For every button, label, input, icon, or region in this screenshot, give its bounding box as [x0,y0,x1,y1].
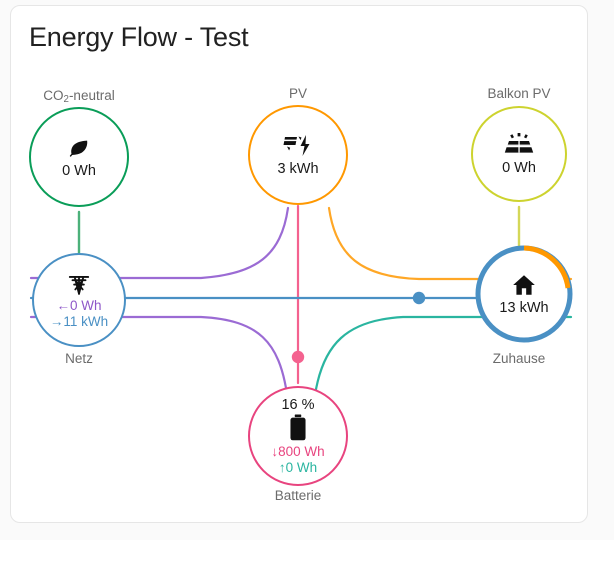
batterie-discharge-line: ↑0 Wh [279,460,317,476]
page-title: Energy Flow - Test [29,22,249,52]
node-label-batterie: Batterie [275,488,322,503]
energy-flow-card: Energy Flow - Test CO2-neutral [10,5,588,523]
node-label-balkon-pv: Balkon PV [487,86,550,101]
flow-netz-to-batterie [29,315,289,396]
netz-import-line: ←0 Wh [56,298,101,314]
node-co2-neutral[interactable]: 0 Wh [29,107,129,207]
batterie-charge-arrow: ↓ [271,443,279,459]
node-label-co2: CO2-neutral [43,88,114,105]
battery-icon [287,414,309,442]
netz-export-value: 11 kWh [63,313,109,329]
node-value-zuhause: 13 kWh [499,300,549,316]
flow-pv-to-netz [29,206,290,280]
netz-import-arrow: ← [56,297,70,313]
flow-pv-to-zuhause [327,206,573,281]
batterie-discharge-value: 0 Wh [285,459,318,475]
node-value-balkon-pv: 0 Wh [502,160,536,176]
node-pv[interactable]: 3 kWh [248,105,348,205]
batterie-percent: 16 % [281,396,315,413]
home-icon [511,272,537,298]
batterie-discharge-arrow: ↑ [278,459,286,475]
node-value-pv: 3 kWh [277,161,319,177]
node-label-pv: PV [289,86,307,101]
solar-bolt-icon [282,133,314,159]
flow-dot-pv-to-batterie [291,350,305,364]
flow-batterie-to-zuhause [313,315,573,397]
solar-panel-icon [504,132,534,158]
zuhause-ring [475,245,573,343]
netz-export-line: →11 kWh [50,314,108,330]
node-value-co2: 0 Wh [62,163,96,179]
transmission-tower-icon [66,271,92,297]
node-balkon-pv[interactable]: 0 Wh [471,106,567,202]
co2-label-text: CO2-neutral [43,88,115,106]
batterie-charge-value: 800 Wh [278,443,325,459]
node-batterie[interactable]: 16 % ↓800 Wh ↑0 Wh [248,386,348,486]
node-label-zuhause: Zuhause [493,351,546,366]
netz-import-value: 0 Wh [69,297,102,313]
batterie-label-text: Batterie [274,488,322,503]
batterie-charge-line: ↓800 Wh [271,444,324,460]
netz-label-text: Netz [65,351,93,366]
pv-label-text: PV [288,86,308,101]
node-netz[interactable]: ←0 Wh →11 kWh [32,253,126,347]
balkon-label-text: Balkon PV [487,86,551,101]
node-zuhause[interactable]: 13 kWh [480,250,568,338]
leaf-icon [66,135,92,161]
netz-export-arrow: → [49,313,64,329]
zuhause-label-text: Zuhause [492,351,546,366]
node-label-netz: Netz [65,351,93,366]
flow-dot-netz-to-zuhause [412,291,426,305]
